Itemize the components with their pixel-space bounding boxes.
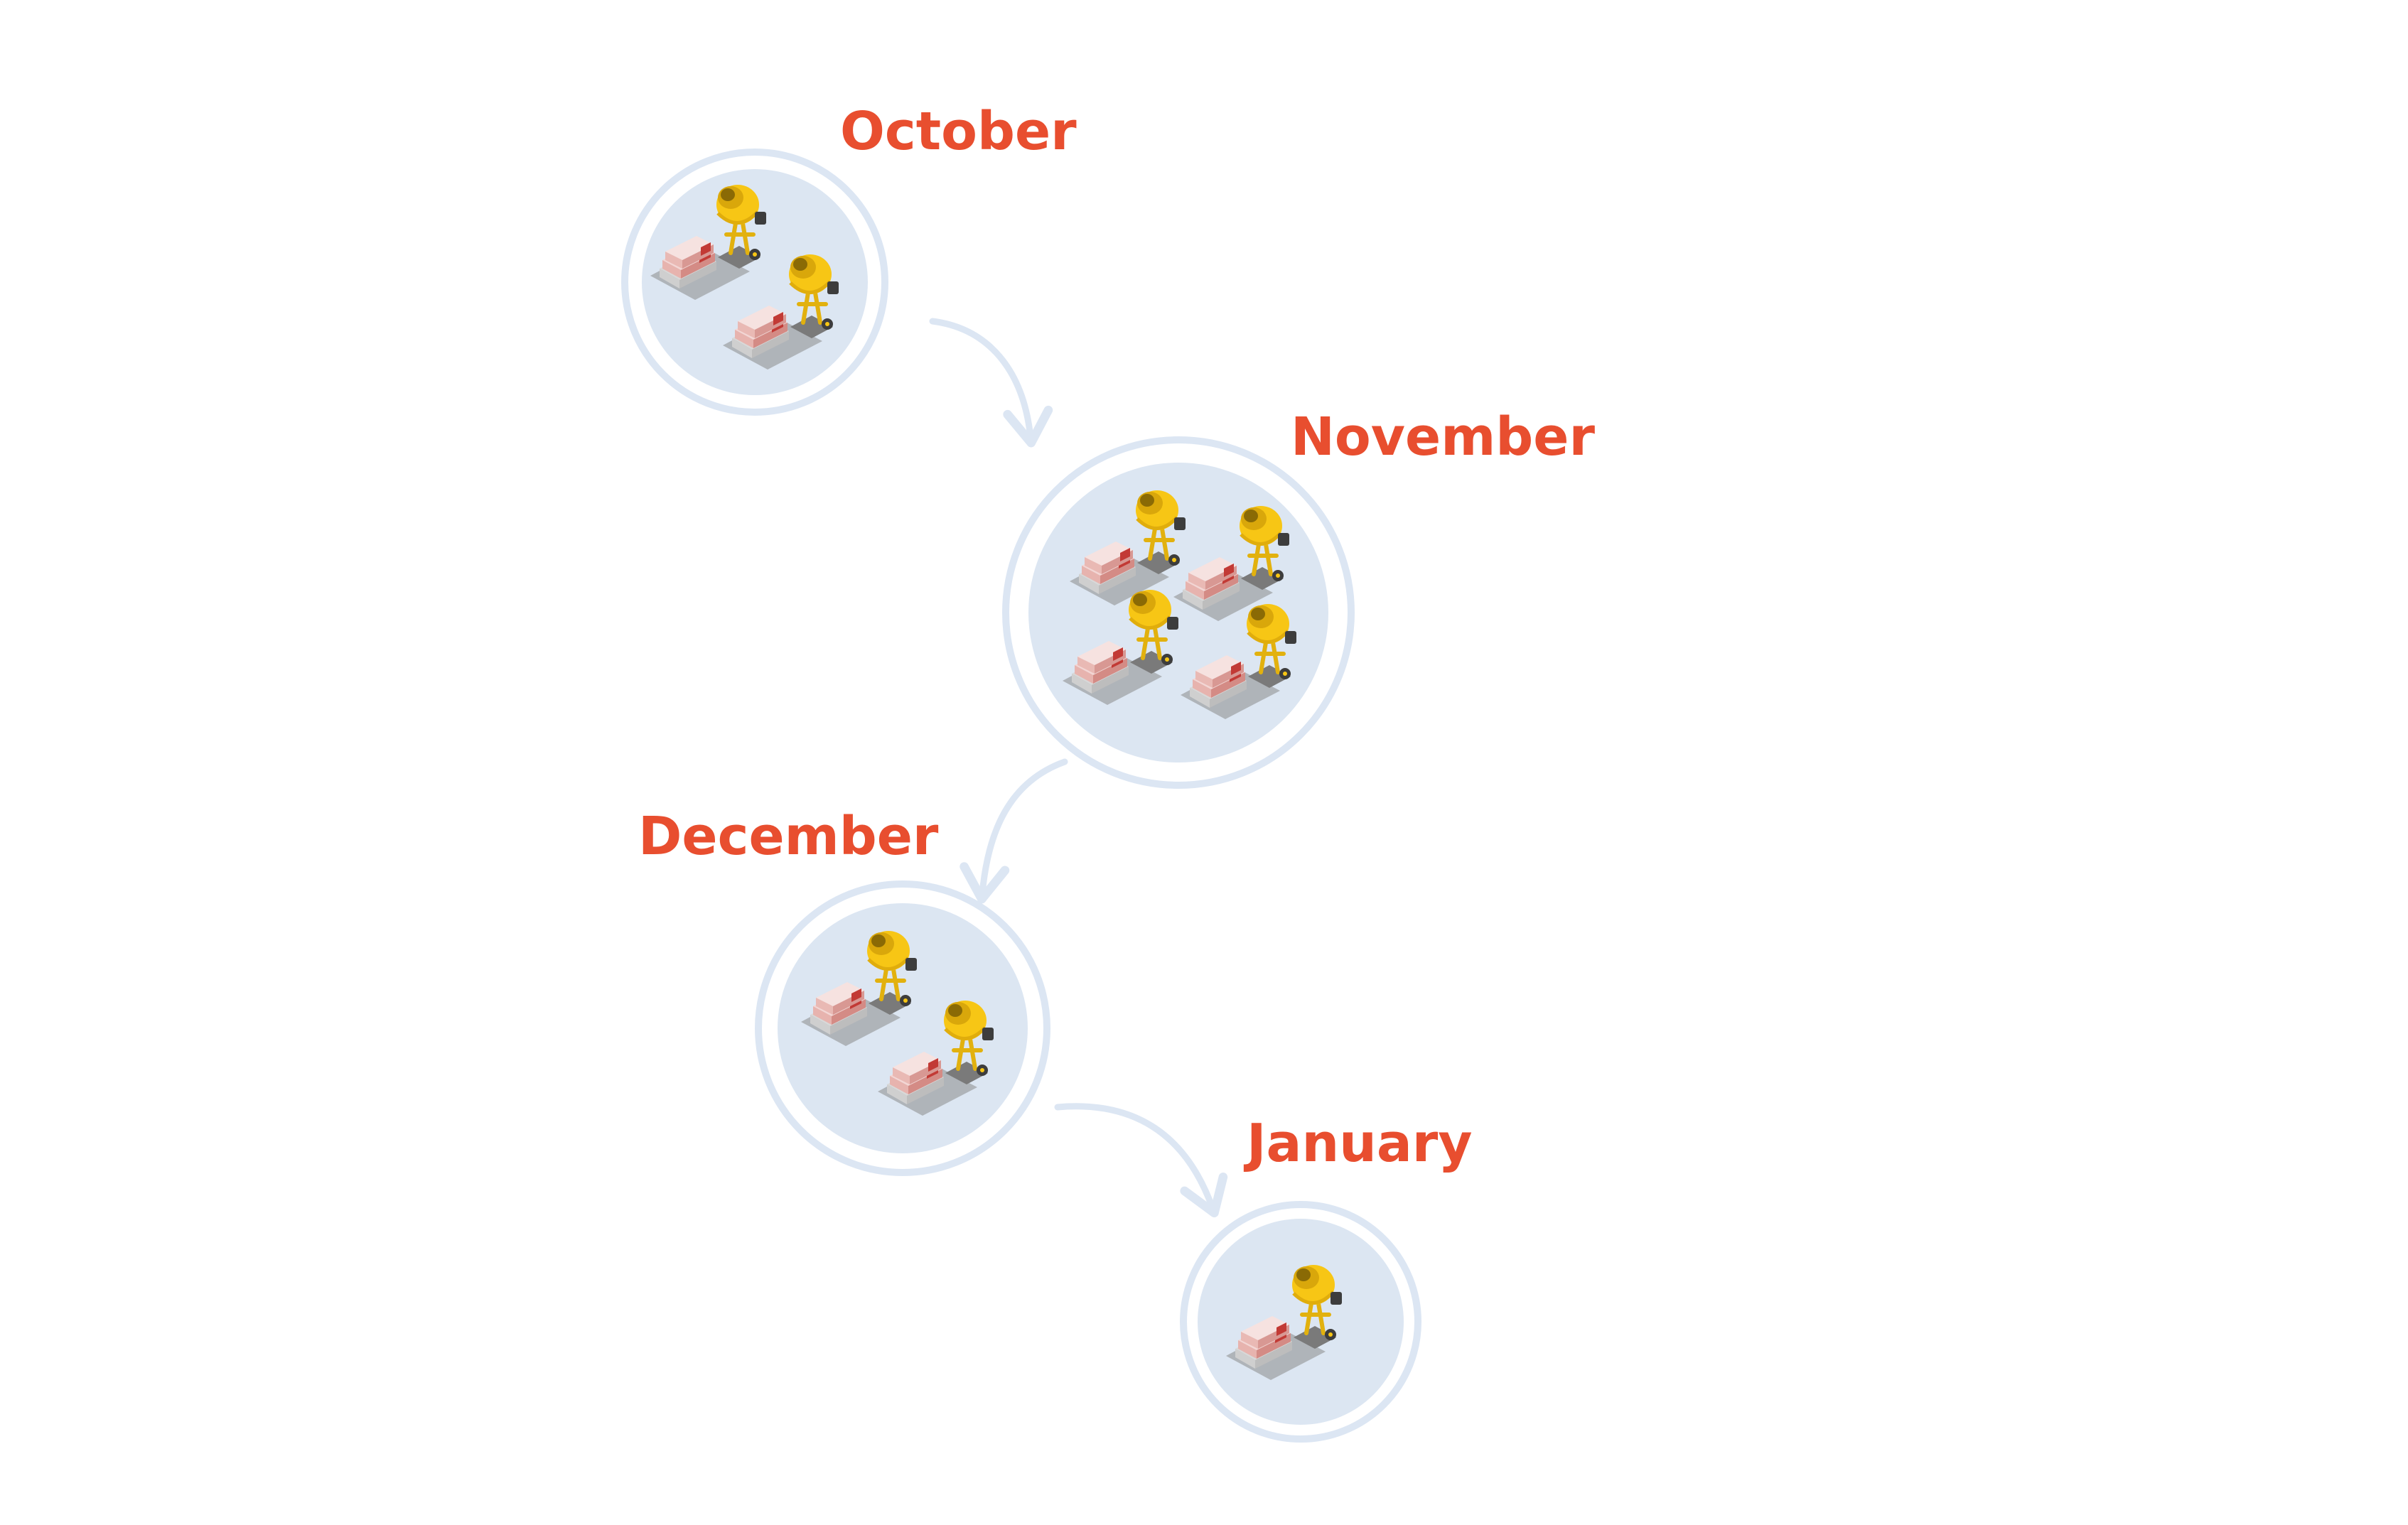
stage-disc	[1198, 1219, 1404, 1425]
stage-december: December	[638, 806, 1050, 1176]
arrow-december-to-january	[1054, 1103, 1228, 1218]
arrow-october-to-november	[929, 318, 1053, 448]
arrow-november-to-december	[960, 758, 1068, 904]
month-label-january: January	[1243, 1113, 1473, 1174]
stage-october: October	[621, 101, 1077, 416]
stage-january: January	[1180, 1113, 1473, 1443]
month-label-october: October	[840, 101, 1077, 162]
stage-november: November	[1002, 406, 1595, 789]
month-label-november: November	[1291, 406, 1595, 468]
month-label-december: December	[638, 806, 939, 867]
